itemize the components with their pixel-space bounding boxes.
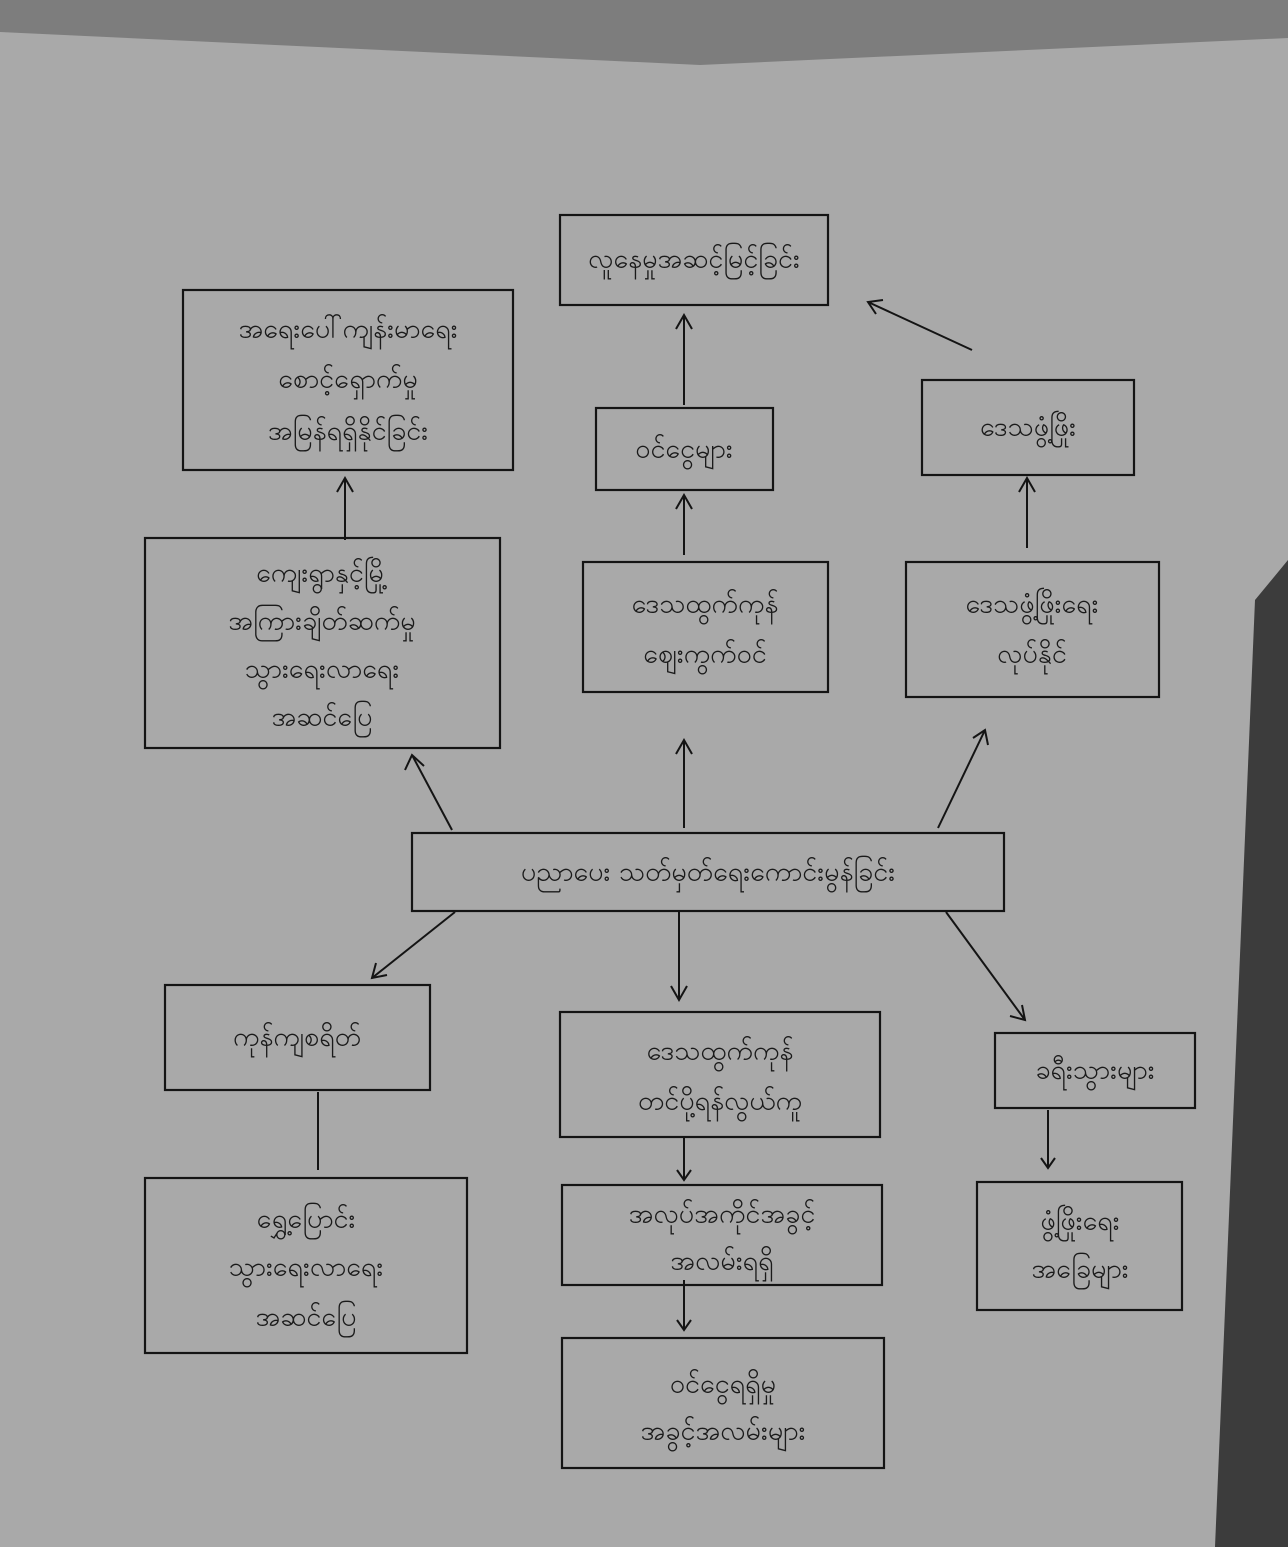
box-outline bbox=[975, 1180, 1184, 1312]
arrowhead bbox=[370, 962, 388, 980]
box-top-goal: လူနေမှုအဆင့်မြင့်ခြင်း bbox=[558, 213, 830, 307]
box-outline bbox=[560, 1336, 886, 1470]
box-left-lower: ကျေးရွာနှင့်မြို့ အကြားချိတ်ဆက်မှု သွားရ… bbox=[143, 536, 502, 750]
arrow-right-upper-to-goal bbox=[867, 301, 973, 351]
box-text: ဝင်ငွေများ bbox=[635, 434, 732, 470]
box-outline bbox=[920, 378, 1136, 477]
box-bottom-left-2: ရွှေ့ပြောင်း သွားရေးလာရေး အဆင်ပြေ bbox=[143, 1176, 469, 1355]
box-text: စောင့်ရှောက်မှု bbox=[278, 364, 418, 400]
box-outline bbox=[558, 1010, 882, 1139]
box-text: အလုပ်အကိုင်အခွင့် bbox=[629, 1199, 816, 1235]
arrowhead bbox=[676, 1169, 692, 1182]
box-text: အရေးပေါ်ကျန်းမာရေး bbox=[238, 314, 457, 350]
box-outline bbox=[993, 1031, 1197, 1110]
arrowhead bbox=[675, 312, 693, 330]
box-right-lower: ဒေသဖွံ့ဖြိုးရေး လုပ်နိုင် bbox=[904, 560, 1161, 699]
arrowhead bbox=[1018, 475, 1036, 493]
box-text: လူနေမှုအဆင့်မြင့်ခြင်း bbox=[588, 242, 800, 280]
box-text: ကျေးရွာနှင့်မြို့ bbox=[256, 556, 388, 594]
box-outline bbox=[163, 983, 432, 1092]
box-text: အကြားချိတ်ဆက်မှု bbox=[228, 604, 415, 642]
box-bottom-right-1: ခရီးသွားများ bbox=[993, 1031, 1197, 1110]
box-text: အခွင့်အလမ်းများ bbox=[641, 1416, 806, 1452]
box-outline bbox=[410, 831, 1006, 913]
box-text: ဒေသဖွံ့ဖြိုး bbox=[980, 410, 1076, 448]
box-text: ဒေသထွက်ကုန် bbox=[647, 1036, 794, 1072]
box-text: ကုန်ကျစရိတ် bbox=[233, 1022, 361, 1058]
right-edge-shadow bbox=[1215, 560, 1288, 1547]
arrowhead bbox=[675, 737, 693, 755]
arrow-center-to-bottom-right bbox=[945, 911, 1026, 1021]
arrows bbox=[317, 299, 1056, 1332]
box-center: ပညာ‌ပေး သတ်မှတ်ရေး‌ကောင်းမွန်ခြင်း bbox=[410, 831, 1006, 913]
arrowhead bbox=[1009, 1004, 1027, 1022]
box-text: သွားရေးလာရေး bbox=[245, 654, 400, 690]
box-text: ခရီးသွားများ bbox=[1035, 1055, 1154, 1091]
arrowhead bbox=[972, 728, 989, 746]
box-outline bbox=[560, 1183, 884, 1287]
top-shadow bbox=[0, 0, 1288, 65]
box-left-upper: အရေးပေါ်ကျန်းမာရေး စောင့်ရှောက်မှု အမြန်… bbox=[181, 288, 515, 472]
box-mid-lower: ဒေသထွက်ကုန် ဈေးကွက်ဝင် bbox=[581, 560, 830, 694]
box-outline bbox=[558, 213, 830, 307]
box-bottom-mid-3: ဝင်ငွေရရှိမှု အခွင့်အလမ်းများ bbox=[560, 1336, 886, 1470]
box-outline bbox=[904, 560, 1161, 699]
box-text: ဝင်ငွေရရှိမှု bbox=[670, 1369, 776, 1405]
box-text: သွားရေးလာရေး bbox=[229, 1252, 384, 1288]
box-outline bbox=[181, 288, 515, 472]
box-bottom-mid-2: အလုပ်အကိုင်အခွင့် အလမ်းရရှိ bbox=[560, 1183, 884, 1287]
arrow-center-to-bottom-left bbox=[371, 911, 456, 979]
arrowhead bbox=[866, 299, 884, 315]
arrowhead bbox=[404, 753, 425, 771]
box-text: ဖွံ့ဖြိုးရေး bbox=[1040, 1204, 1119, 1242]
box-outline bbox=[143, 1176, 469, 1355]
arrowhead bbox=[676, 1319, 692, 1332]
box-bottom-left-1: ကုန်ကျစရိတ် bbox=[163, 983, 432, 1092]
arrowhead bbox=[1040, 1157, 1056, 1170]
box-text: တင်ပို့ရန်လွယ်ကူ bbox=[638, 1086, 802, 1122]
box-text: အခြေများ bbox=[1031, 1252, 1128, 1290]
box-text: အဆင်ပြေ bbox=[256, 1300, 357, 1338]
box-text: အဆင်ပြေ bbox=[272, 700, 373, 738]
arrowhead bbox=[675, 492, 693, 510]
arrow-center-to-right-lower bbox=[937, 729, 986, 829]
box-outline bbox=[594, 406, 775, 492]
box-text: ရွှေ့ပြောင်း bbox=[257, 1202, 356, 1240]
box-text: လုပ်နိုင် bbox=[997, 639, 1067, 675]
box-bottom-right-2: ဖွံ့ဖြိုးရေး အခြေများ bbox=[975, 1180, 1184, 1312]
box-text: ဒေသဖွံ့ဖြိုးရေး bbox=[965, 587, 1098, 625]
box-outline bbox=[581, 560, 830, 694]
box-text: ဈေးကွက်ဝင် bbox=[643, 639, 767, 675]
arrowhead bbox=[670, 985, 688, 1003]
box-text: အလမ်းရရှိ bbox=[670, 1246, 773, 1282]
box-text: ပညာ‌ပေး သတ်မှတ်ရေး‌ကောင်းမွန်ခြင်း bbox=[521, 855, 895, 893]
box-text: ဒေသထွက်ကုန် bbox=[632, 589, 779, 625]
box-text: အမြန်ရရှိနိုင်ခြင်း bbox=[268, 414, 428, 452]
arrow-center-to-left-lower bbox=[411, 754, 453, 831]
box-right-upper: ဒေသဖွံ့ဖြိုး bbox=[920, 378, 1136, 477]
box-mid-upper: ဝင်ငွေများ bbox=[594, 406, 775, 492]
box-bottom-mid-1: ဒေသထွက်ကုန် တင်ပို့ရန်လွယ်ကူ bbox=[558, 1010, 882, 1139]
arrowhead bbox=[336, 475, 354, 493]
box-outline bbox=[143, 536, 502, 750]
